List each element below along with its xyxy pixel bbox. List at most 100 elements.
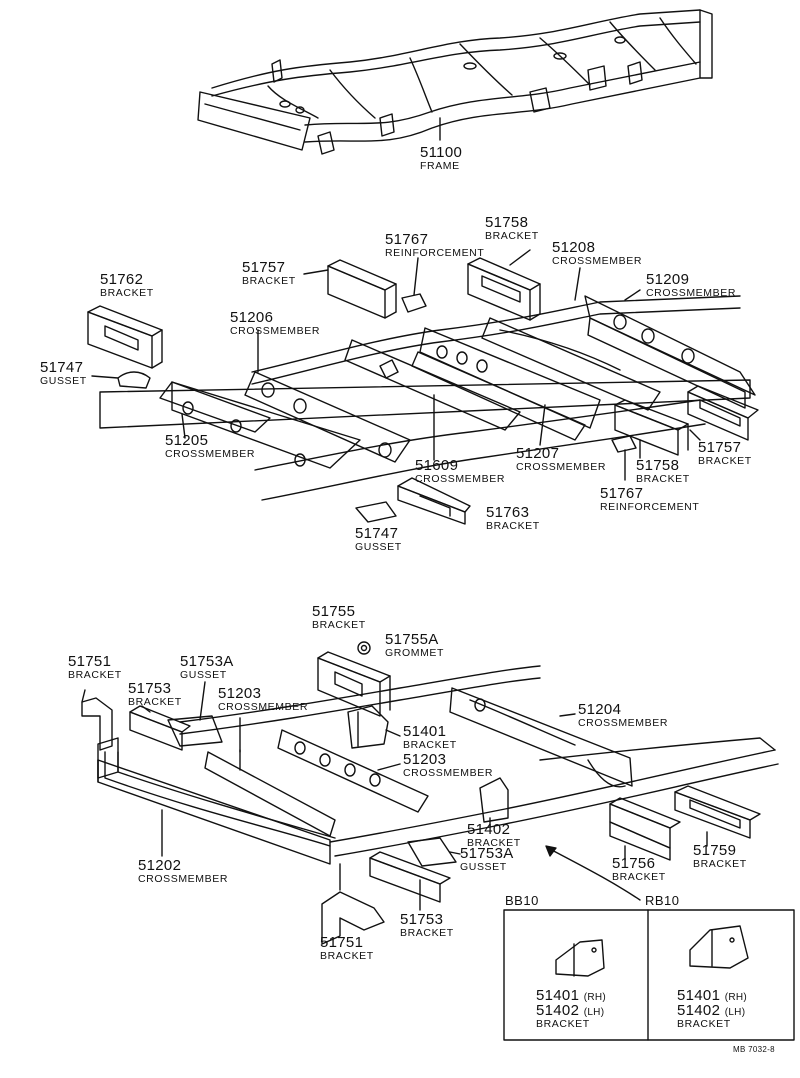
part-number: 51208 [552, 239, 596, 256]
part-name: BRACKET [677, 1018, 731, 1030]
side-code: (LH) [724, 1007, 746, 1018]
part-number: 51755A [385, 631, 439, 648]
part-number: 51747 [40, 359, 84, 376]
part-number: 51747 [355, 525, 399, 542]
part-name: BRACKET [467, 837, 521, 849]
inset-model-left: BB10 [505, 893, 539, 908]
part-number: 51753A [460, 845, 514, 862]
part-number: 51204 [578, 701, 622, 718]
part-number: 51206 [230, 309, 274, 326]
part-number: 51758 [636, 457, 680, 474]
inset-model-right: RB10 [645, 893, 680, 908]
part-name: CROSSMEMBER [218, 701, 309, 713]
part-name: BRACKET [320, 950, 374, 962]
lower-assembly-drawing [82, 642, 778, 944]
part-number: 51751 [320, 934, 364, 951]
part-name: BRACKET [242, 275, 296, 287]
part-name: BRACKET [485, 230, 539, 242]
part-number: 51402 [536, 1002, 580, 1019]
part-number: 51757 [698, 439, 742, 456]
part-name: BRACKET [68, 669, 122, 681]
part-number: 51757 [242, 259, 286, 276]
part-number: 51205 [165, 432, 209, 449]
part-number: 51755 [312, 603, 356, 620]
part-number: 51402 [677, 1002, 721, 1019]
part-name: CROSSMEMBER [415, 473, 506, 485]
part-number: 51209 [646, 271, 690, 288]
part-name: BRACKET [128, 696, 182, 708]
part-name: CROSSMEMBER [516, 461, 607, 473]
middle-assembly-drawing [88, 250, 758, 524]
label-frame: 51100 FRAME [420, 145, 462, 172]
part-name: BRACKET [403, 739, 457, 751]
part-number: 51763 [486, 504, 530, 521]
part-name: CROSSMEMBER [552, 255, 643, 267]
part-number: 51753A [180, 653, 234, 670]
part-number: 51401 [403, 723, 447, 740]
part-number: 51759 [693, 842, 737, 859]
inset-right-label: 51401 (RH) 51402 (LH) BRACKET [677, 988, 747, 1030]
part-name: FRAME [420, 160, 460, 172]
part-number: 51756 [612, 855, 656, 872]
part-name: BRACKET [693, 858, 747, 870]
part-number: 51203 [403, 751, 447, 768]
part-name: CROSSMEMBER [138, 873, 229, 885]
part-number: 51753 [128, 680, 172, 697]
part-number: 51609 [415, 457, 459, 474]
frame-assembly-drawing [198, 10, 712, 154]
part-number: 51401 [536, 987, 580, 1004]
part-name: GUSSET [180, 669, 227, 681]
inset-box [504, 910, 794, 1040]
part-number: 51767 [600, 485, 644, 502]
part-number: 51402 [467, 821, 511, 838]
part-number: 51207 [516, 445, 560, 462]
part-name: BRACKET [536, 1018, 590, 1030]
side-code: (LH) [583, 1007, 605, 1018]
part-name: GUSSET [40, 375, 87, 387]
part-name: BRACKET [100, 287, 154, 299]
part-name: BRACKET [400, 927, 454, 939]
part-number: 51100 [420, 144, 463, 161]
part-name: REINFORCEMENT [385, 247, 485, 259]
part-name: GROMMET [385, 647, 445, 659]
part-number: 51753 [400, 911, 444, 928]
part-name: CROSSMEMBER [165, 448, 256, 460]
part-number: 51203 [218, 685, 262, 702]
part-number: 51767 [385, 231, 429, 248]
part-name: BRACKET [612, 871, 666, 883]
part-number: 51762 [100, 271, 144, 288]
part-name: GUSSET [355, 541, 402, 553]
reference-code: MB 7032-8 [733, 1045, 775, 1054]
inset-left-label: 51401 (RH) 51402 (LH) BRACKET [536, 988, 606, 1030]
part-name: CROSSMEMBER [578, 717, 669, 729]
part-name: BRACKET [486, 520, 540, 532]
